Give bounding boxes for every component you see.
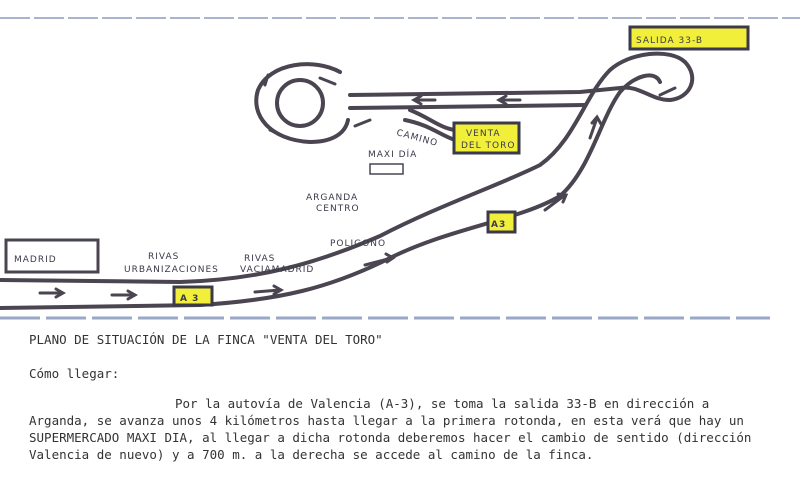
directions-text: Por la autovía de Valencia (A-3), se tom…	[29, 396, 752, 462]
document-title: PLANO DE SITUACIÓN DE LA FINCA "VENTA DE…	[29, 332, 383, 347]
label-venta: VENTA	[466, 129, 501, 139]
label-rivas-urbanizaciones-2: URBANIZACIONES	[124, 265, 219, 275]
a3-sign-upper	[486, 210, 517, 234]
direction-arrows	[38, 73, 677, 301]
label-rivas-vaciamadrid: RIVAS	[244, 254, 275, 264]
label-maxi-dia: MAXI DÍA	[368, 148, 417, 160]
exit-road-lower	[348, 103, 587, 110]
label-rivas-vaciamadrid-2: VACIAMADRID	[240, 265, 314, 275]
document-subtitle: Cómo llegar:	[29, 366, 120, 381]
label-salida-33b: SALIDA 33-B	[636, 36, 703, 46]
label-a3-lower: A 3	[180, 294, 199, 304]
highway-lower-edge	[0, 73, 662, 310]
maxi-dia-building	[369, 163, 404, 175]
roundabout-outer	[254, 62, 350, 145]
label-del-toro: DEL TORO	[461, 141, 515, 151]
label-poligono: POLIGONO	[330, 239, 386, 249]
document-body: Por la autovía de Valencia (A-3), se tom…	[29, 395, 769, 463]
label-arganda: ARGANDA	[306, 193, 358, 203]
highway-upper-edge	[0, 51, 695, 285]
label-a3-upper: A3	[491, 220, 506, 230]
camino-road	[403, 118, 457, 142]
roundabout-inner	[275, 78, 325, 128]
label-rivas-urbanizaciones: RIVAS	[148, 252, 179, 262]
venta-del-toro-box	[452, 121, 521, 155]
a3-sign-lower	[172, 285, 214, 307]
exit-road-upper	[348, 85, 672, 102]
camino-road-2	[408, 108, 457, 132]
label-arganda-centro: CENTRO	[316, 204, 360, 214]
location-map: MADRID RIVAS URBANIZACIONES RIVAS VACIAM…	[0, 17, 800, 320]
label-madrid: MADRID	[14, 255, 57, 265]
salida-box	[628, 25, 750, 51]
madrid-box	[4, 238, 100, 274]
